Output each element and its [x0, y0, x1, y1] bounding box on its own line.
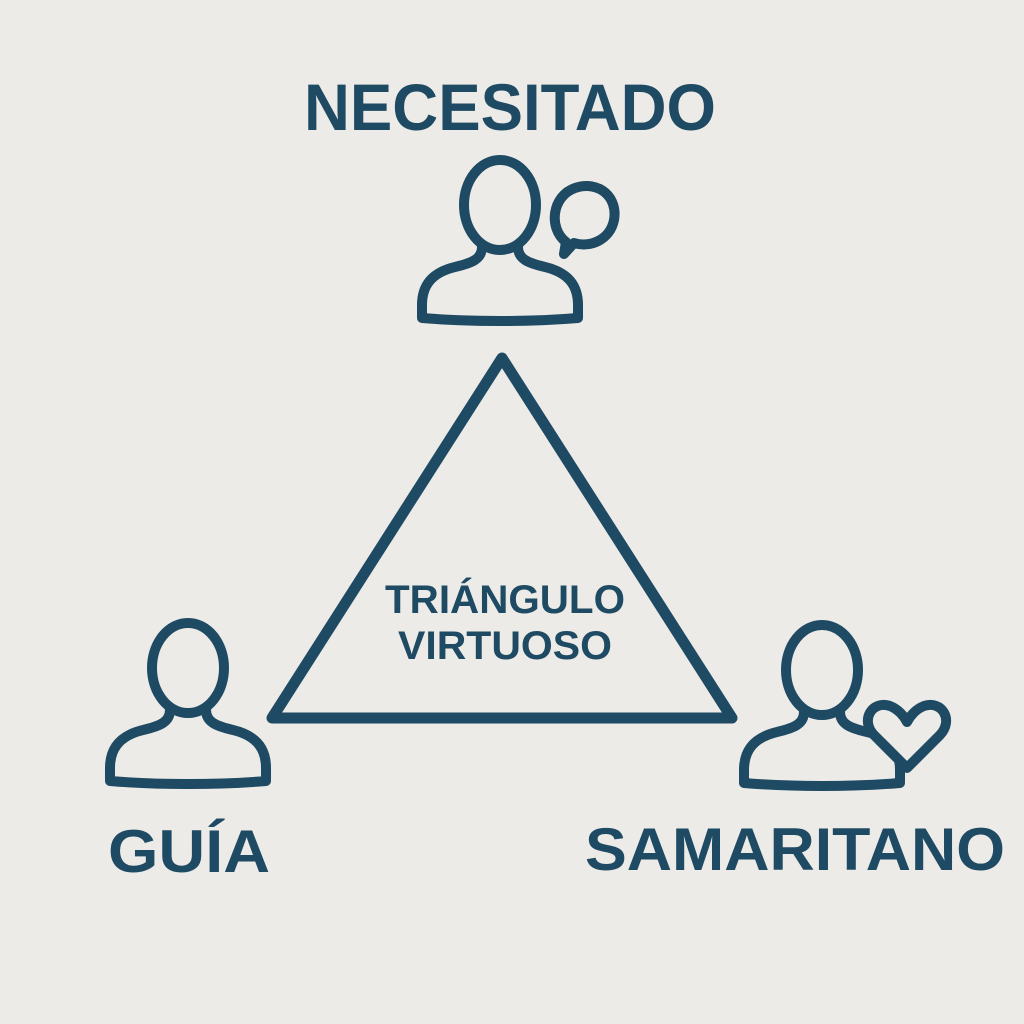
center-title-line2: VIRTUOSO: [398, 624, 612, 668]
heart-icon: [863, 699, 951, 773]
center-title-line1: TRIÁNGULO: [385, 577, 625, 622]
label-samaritano: SAMARITANO: [585, 816, 1005, 883]
label-necesitado: NECESITADO: [304, 70, 716, 144]
label-guia: GUÍA: [108, 818, 270, 885]
person-speech-bubble-icon: [422, 160, 620, 321]
person-heart-icon: [744, 625, 951, 786]
speech-bubble-icon: [549, 181, 620, 259]
triangle: [266, 352, 738, 724]
